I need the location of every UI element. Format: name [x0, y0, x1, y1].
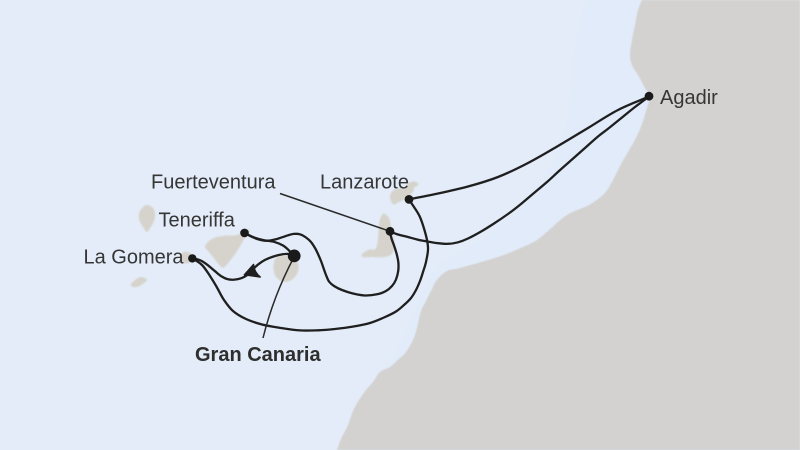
svg-text:La Gomera: La Gomera — [84, 247, 185, 269]
svg-text:Fuerteventura: Fuerteventura — [151, 172, 276, 194]
svg-text:Gran Canaria: Gran Canaria — [195, 344, 321, 366]
svg-text:Teneriffa: Teneriffa — [159, 210, 236, 232]
svg-text:Lanzarote: Lanzarote — [320, 172, 409, 194]
svg-text:Agadir: Agadir — [660, 87, 718, 109]
